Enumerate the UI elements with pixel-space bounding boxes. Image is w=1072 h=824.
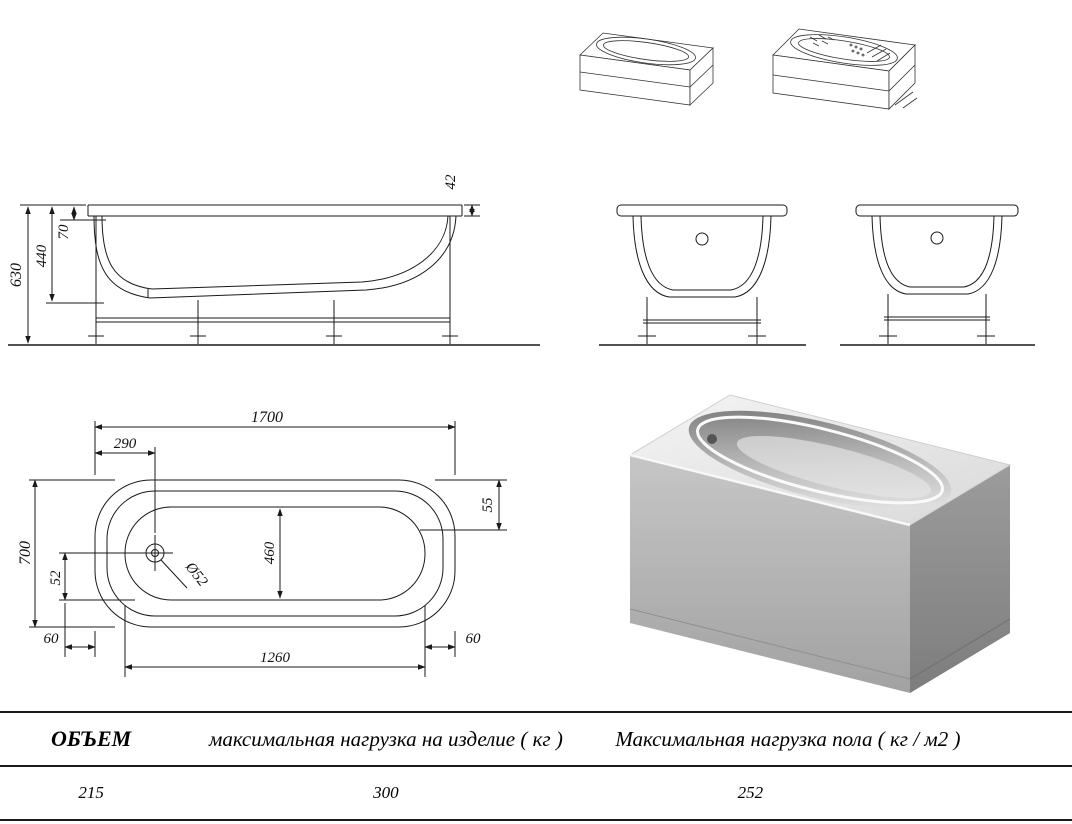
value-volume: 215 xyxy=(78,783,104,802)
table-rule-bottom xyxy=(0,819,1072,821)
tub-basin-lip xyxy=(696,415,944,505)
dim-side-rim-thickness: 42 xyxy=(443,174,459,190)
table-header-row: ОБЪЕМ максимальная нагрузка на изделие (… xyxy=(0,713,1072,765)
header-volume: ОБЪЕМ xyxy=(51,726,132,751)
tub-front-panel xyxy=(630,455,910,693)
end-view-outline xyxy=(599,204,806,346)
tub-basin-floor-highlight xyxy=(736,435,932,499)
isometric-tub-shell-view xyxy=(579,32,714,106)
dim-plan-rim-margin-right: 60 xyxy=(466,631,482,647)
dim-side-depth: 440 xyxy=(34,244,50,267)
dim-plan-rim-margin-top-right: 55 xyxy=(480,497,496,513)
table-rule-top xyxy=(0,711,1072,713)
end-elevation-view-2 xyxy=(840,204,1035,346)
frame-detail-hatching xyxy=(809,34,918,109)
end-view-support-frame xyxy=(879,294,995,344)
overflow-hole xyxy=(707,434,717,444)
table-value-row: 215 300 252 xyxy=(0,767,1072,819)
dim-plan-inner-length: 1260 xyxy=(260,650,291,666)
dim-plan-drain-offset: 290 xyxy=(114,436,137,452)
tub-isometric-outline xyxy=(579,32,714,106)
side-view-support-frame xyxy=(88,216,458,344)
dim-plan-length: 1700 xyxy=(251,409,283,426)
tub-end-panel xyxy=(910,465,1010,693)
end-panel-seam xyxy=(909,618,1011,680)
front-panel-seam xyxy=(629,608,911,680)
value-max-load-product: 300 xyxy=(373,783,399,802)
rim-front-edge-highlight xyxy=(629,453,911,527)
plan-view-outline xyxy=(94,479,456,628)
side-view-outline xyxy=(8,204,540,346)
end-view-outline xyxy=(840,204,1035,346)
value-max-load-floor: 252 xyxy=(737,783,764,802)
header-max-load-product: максимальная нагрузка на изделие ( кг ) xyxy=(208,726,563,751)
side-view-dimensions: 630 440 70 42 xyxy=(8,174,480,344)
dim-side-rim-drop: 70 xyxy=(56,224,72,240)
dim-side-total-height: 630 xyxy=(8,263,25,287)
tub-3d-render xyxy=(628,394,1012,693)
dim-plan-rim-margin-left: 60 xyxy=(44,631,60,647)
table-rule-middle xyxy=(0,765,1072,767)
dim-plan-inner-width: 460 xyxy=(262,541,278,564)
dim-plan-width: 700 xyxy=(17,541,34,565)
tub-frame-isometric-outline xyxy=(772,28,916,110)
side-elevation-view: 630 440 70 42 xyxy=(8,174,540,346)
header-max-load-floor: Максимальная нагрузка пола ( кг / м2 ) xyxy=(615,726,961,751)
end-elevation-view-1 xyxy=(599,204,806,346)
isometric-tub-frame-view xyxy=(772,28,918,110)
plan-view: 1700 290 700 52 Ø52 460 55 60 1260 60 xyxy=(17,409,507,677)
plan-view-dimensions: 1700 290 700 52 Ø52 460 55 60 1260 60 xyxy=(17,409,507,677)
dim-plan-drain-to-edge: 52 xyxy=(48,570,64,586)
tub-render-body xyxy=(628,394,1012,693)
end-view-support-frame xyxy=(638,297,766,344)
